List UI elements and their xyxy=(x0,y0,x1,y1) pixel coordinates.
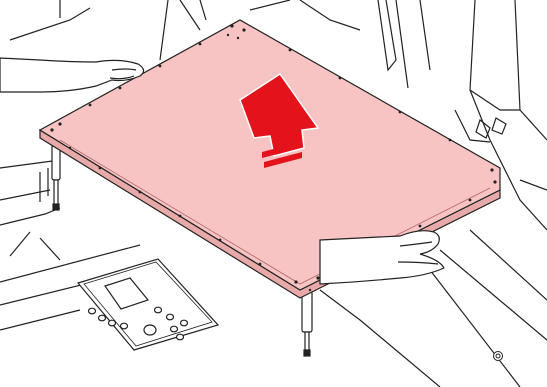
panel-button xyxy=(181,320,188,326)
housing-knob xyxy=(494,352,503,361)
panel-button xyxy=(121,323,128,329)
panel-button xyxy=(177,334,184,340)
panel-button xyxy=(89,308,96,314)
panel-button xyxy=(171,326,178,332)
panel-button xyxy=(155,307,162,313)
panel-dial xyxy=(144,325,156,335)
panel-button xyxy=(167,314,174,320)
panel-button xyxy=(109,320,116,326)
panel-button xyxy=(99,315,106,321)
